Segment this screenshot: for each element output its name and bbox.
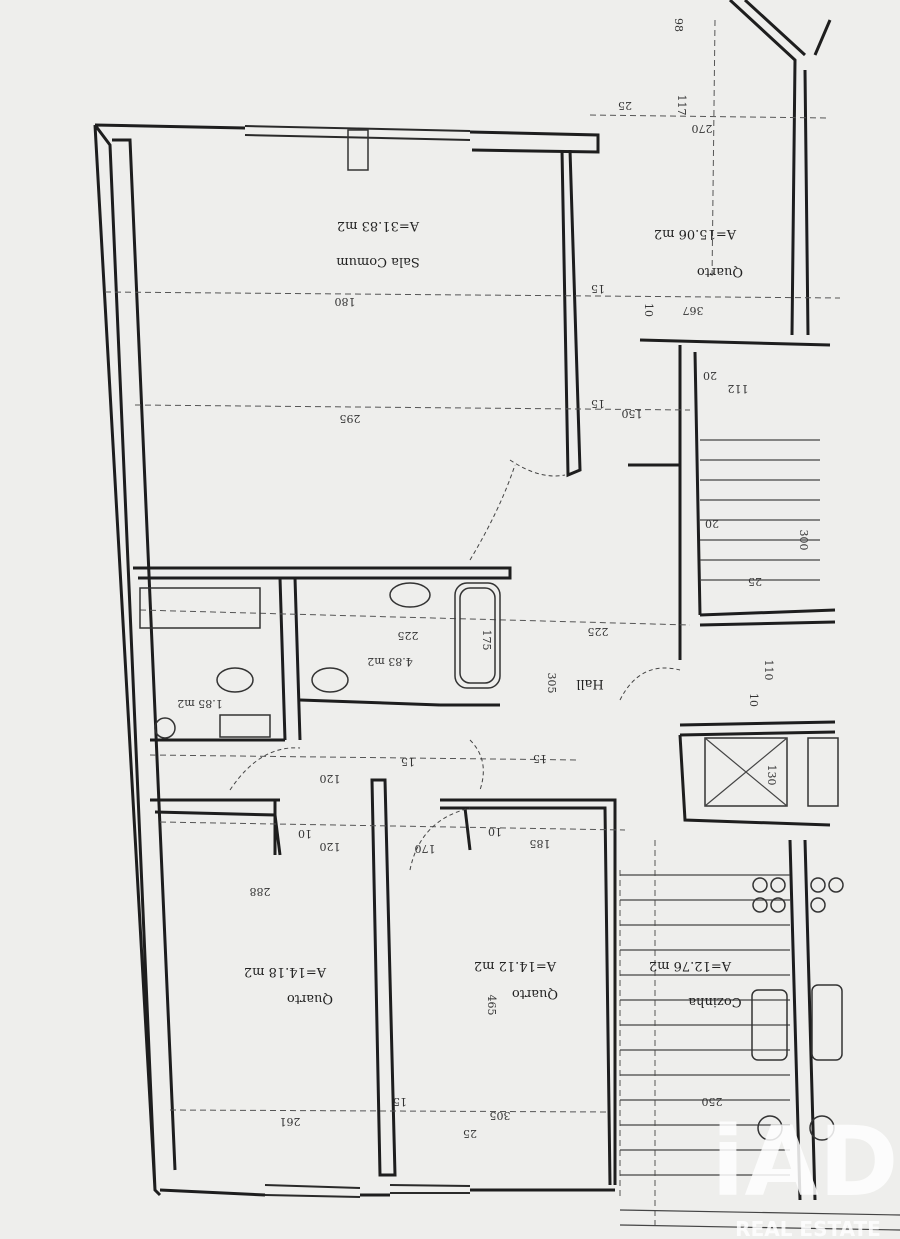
cozinha-area: A=12.76 m2 (649, 958, 732, 973)
quarto-bm-area: A=14.12 m2 (474, 958, 557, 973)
dim-label: 261 (280, 1115, 301, 1128)
sala-name: Sala Comum (336, 254, 420, 269)
iad-logo: iAD REAL ESTATE (712, 1106, 899, 1239)
elevator-shafts (704, 737, 839, 807)
windows (244, 125, 471, 1198)
dim-label: 110 (762, 660, 775, 681)
dim-label: 225 (398, 629, 419, 642)
dim-label: 170 (415, 842, 436, 855)
dim-label: 15 (401, 755, 415, 768)
quarto-bl-name: Quarto (287, 991, 333, 1006)
dim-label: 15 (393, 1095, 407, 1108)
interior-walls (133, 338, 836, 1201)
quarto-bm-name: Quarto (512, 986, 558, 1001)
dim-label: 10 (642, 303, 655, 317)
dim-label: 225 (588, 625, 609, 638)
dim-label: 180 (335, 295, 356, 308)
dim-label: 112 (728, 382, 749, 395)
dim-label: 20 (705, 517, 719, 530)
dim-label: 130 (765, 765, 778, 786)
room-labels: Sala Comum A=31.83 m2 Quarto A=15.06 m2 … (177, 218, 743, 1009)
dim-label: 20 (703, 369, 717, 382)
door-swings (229, 459, 681, 871)
dim-label: 150 (622, 407, 643, 420)
dim-label: 120 (320, 840, 341, 853)
kitchen-fixtures (751, 877, 844, 1141)
wc2-area: 1.85 m2 (177, 697, 222, 710)
dimension-lines (104, 19, 841, 1225)
quarto-bl-area: A=14.18 m2 (244, 964, 327, 979)
bathroom-fixtures (139, 582, 501, 739)
dim-label: 15 (591, 397, 605, 410)
dim-label: 25 (618, 99, 632, 112)
dim-label: 117 (675, 95, 688, 116)
dim-label: 185 (530, 837, 551, 850)
dim-label: 10 (488, 825, 502, 838)
dim-label: 98 (672, 18, 685, 32)
dimension-labels: 295 180 150 15 15 117 270 98 25 367 10 1… (250, 18, 811, 1140)
logo-tagline: REAL ESTATE (735, 1217, 881, 1239)
dim-label: 15 (533, 752, 547, 765)
stairs (619, 439, 900, 1231)
top-right-walls (728, 0, 832, 336)
dim-label: 250 (702, 1095, 723, 1108)
dim-label: 295 (340, 412, 361, 425)
dim-label: 25 (748, 575, 762, 588)
outer-walls (93, 123, 615, 1197)
dim-label: 288 (250, 885, 271, 898)
dim-label: 465 (485, 995, 498, 1016)
dim-label: 15 (591, 282, 605, 295)
quarto-tr-area: A=15.06 m2 (654, 226, 737, 241)
sala-area: A=31.83 m2 (337, 218, 420, 233)
cozinha-name: Cozinha (688, 994, 742, 1009)
dim-label: 305 (545, 673, 558, 694)
dim-label: 120 (320, 772, 341, 785)
dim-label: 305 (490, 1109, 511, 1122)
hall-name: Hall (576, 676, 603, 691)
dim-label: 367 (683, 304, 704, 317)
dim-label: 175 (480, 630, 493, 651)
wc1-area: 4.83 m2 (367, 655, 412, 668)
dim-label: 10 (747, 693, 760, 707)
dim-label: 10 (298, 827, 312, 840)
dim-label: 25 (463, 1127, 477, 1140)
logo-mark: iAD (712, 1106, 899, 1218)
dim-label: 300 (797, 530, 810, 551)
dim-label: 270 (692, 122, 713, 135)
quarto-tr-name: Quarto (697, 264, 743, 279)
